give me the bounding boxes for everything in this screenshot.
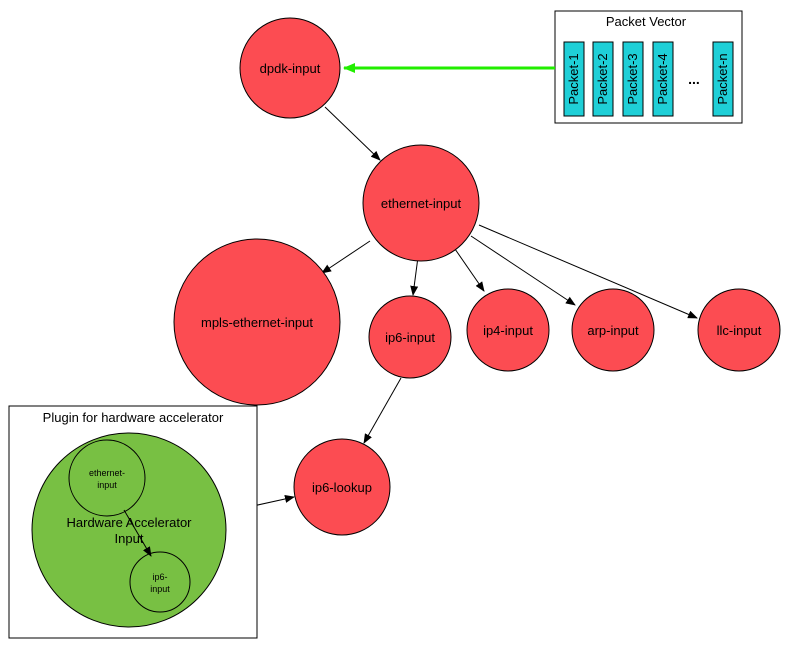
edge-ethernet-ip6 — [410, 256, 419, 296]
node-dpdk-input: dpdk-input — [239, 17, 341, 119]
inner-ethernet-input-node — [68, 439, 146, 517]
packet-4: Packet-4 — [652, 41, 674, 117]
node-ip4-input-label: ip4-input — [483, 323, 533, 338]
edge-ethernet-arp — [470, 235, 576, 306]
edge-ethernet-mpls — [321, 240, 371, 274]
inner-ethernet-input-label-line2: input — [97, 480, 117, 490]
packet-3-label: Packet-3 — [625, 53, 640, 104]
node-ip6-input-label: ip6-input — [385, 330, 435, 345]
node-llc-input-label: llc-input — [717, 323, 762, 338]
graph-edges — [225, 106, 698, 513]
packet-4-label: Packet-4 — [655, 53, 670, 104]
node-ip6-lookup-label: ip6-lookup — [312, 480, 372, 495]
edge-ethernet-ip4 — [454, 248, 485, 292]
packet-3: Packet-3 — [622, 41, 644, 117]
packet-n-label: Packet-n — [715, 53, 730, 104]
inner-ip6-input-label-line1: ip6- — [152, 572, 167, 582]
edge-ethernet-llc — [478, 224, 698, 319]
hardware-accelerator-label-line1: Hardware Accelerator — [67, 515, 193, 530]
node-arp-input-label: arp-input — [587, 323, 639, 338]
plugin-hardware-accelerator-group: Plugin for hardware accelerator Hardware… — [8, 405, 258, 639]
edge-inner-ethernet-ip6 — [123, 509, 152, 557]
node-llc-input: llc-input — [697, 288, 781, 372]
inner-ethernet-input-label-line1: ethernet- — [89, 468, 125, 478]
node-arp-input: arp-input — [571, 288, 655, 372]
node-ip6-lookup: ip6-lookup — [293, 438, 391, 536]
node-ip4-input: ip4-input — [466, 288, 550, 372]
edge-ip6-lookup — [363, 377, 402, 444]
packet-1: Packet-1 — [563, 41, 585, 117]
packet-1-label: Packet-1 — [566, 53, 581, 104]
packet-2-label: Packet-2 — [595, 53, 610, 104]
plugin-title: Plugin for hardware accelerator — [43, 410, 224, 425]
inner-ip6-input-label-line2: input — [150, 584, 170, 594]
packet-vector-box — [554, 10, 743, 124]
packet-vector-title: Packet Vector — [606, 14, 687, 29]
edge-dpdk-ethernet — [324, 106, 381, 161]
hardware-accelerator-label-line2: Input — [115, 531, 144, 546]
node-dpdk-input-label: dpdk-input — [260, 61, 321, 76]
packet-ellipsis: ... — [688, 71, 700, 87]
packet-n: Packet-n — [712, 41, 734, 117]
packet-2: Packet-2 — [592, 41, 614, 117]
node-mpls-ethernet-input-label: mpls-ethernet-input — [201, 315, 313, 330]
hardware-accelerator-node — [31, 432, 227, 628]
node-ethernet-input: ethernet-input — [362, 144, 480, 262]
node-mpls-ethernet-input: mpls-ethernet-input — [173, 238, 341, 406]
inner-ip6-input-node — [129, 551, 191, 613]
node-ethernet-input-label: ethernet-input — [381, 196, 462, 211]
node-ip6-input: ip6-input — [368, 295, 452, 379]
packet-vector-group: Packet Vector Packet-1 Packet-2 Packet-3… — [554, 10, 743, 124]
